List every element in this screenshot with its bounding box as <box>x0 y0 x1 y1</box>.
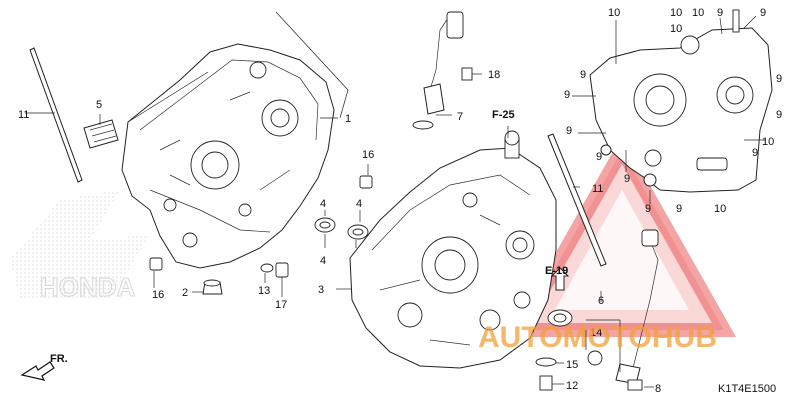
honda-watermark-text: HONDA <box>40 272 136 302</box>
dowel-pin-16b <box>149 257 163 271</box>
callout-11-right: 11 <box>592 183 603 195</box>
breather-tube <box>412 11 464 130</box>
dowel-pin-16a <box>359 175 373 189</box>
callout-15: 15 <box>566 359 578 371</box>
ref-f25: F-25 <box>492 109 515 121</box>
callout-14: 14 <box>590 327 602 339</box>
automotohub-watermark <box>507 135 737 337</box>
callout-9-a: 9 <box>717 7 723 19</box>
callout-labels: 11 5 1 16 4 4 4 16 2 13 17 3 7 18 F-25 1… <box>18 7 782 395</box>
e19-ref-arrow <box>550 267 570 291</box>
bearing-4a <box>314 217 336 233</box>
bolt-18 <box>461 67 482 81</box>
bearing-4b <box>347 224 369 240</box>
callout-6: 6 <box>598 295 604 307</box>
callout-9-f: 9 <box>776 109 782 121</box>
callout-10-e: 10 <box>762 136 774 148</box>
callout-7: 7 <box>457 111 463 123</box>
leader-lines <box>25 11 766 388</box>
stud-bolt-left <box>29 47 83 183</box>
callout-10-d: 10 <box>670 23 682 35</box>
oil-hose-assembly <box>615 229 659 385</box>
callout-9-i: 9 <box>596 151 602 163</box>
callout-5: 5 <box>96 99 102 111</box>
callout-1: 1 <box>345 113 351 125</box>
left-crankcase-half <box>121 43 335 269</box>
callout-12: 12 <box>566 380 578 392</box>
washer-15 <box>535 357 557 367</box>
callout-9-e: 9 <box>776 73 782 85</box>
callout-18: 18 <box>488 69 500 81</box>
dowel-pin-17 <box>275 262 289 278</box>
diagram-code: K1T4E1500 <box>718 383 776 395</box>
callout-10-f: 10 <box>714 203 726 215</box>
callout-9-l: 9 <box>676 203 682 215</box>
seal-e19 <box>547 309 573 327</box>
callout-16-bottom: 16 <box>152 289 164 301</box>
callout-10-b: 10 <box>670 7 682 19</box>
callout-11-left: 11 <box>18 109 29 121</box>
ref-e19: E-19 <box>545 265 568 277</box>
callout-13: 13 <box>258 285 270 297</box>
callout-4-c: 4 <box>320 255 326 267</box>
o-ring-13 <box>260 263 274 273</box>
callout-9-g: 9 <box>566 125 572 137</box>
callout-9-k: 9 <box>645 203 651 215</box>
callout-4-b: 4 <box>356 198 362 210</box>
stud-bolt-right <box>547 133 607 267</box>
bolt-12 <box>539 375 553 391</box>
right-crankcase-cover <box>589 9 773 193</box>
callout-4-a: 4 <box>320 198 326 210</box>
honda-wing-watermark: HONDA <box>10 190 150 303</box>
callout-9-b: 9 <box>760 7 766 19</box>
drain-bolt-2 <box>202 279 223 295</box>
callout-3: 3 <box>318 284 324 296</box>
callout-2: 2 <box>182 287 188 299</box>
callout-10-a: 10 <box>608 7 620 19</box>
oil-strainer-screen <box>83 119 119 149</box>
bolt-8 <box>627 379 643 391</box>
o-ring-14 <box>587 350 603 366</box>
callout-9-h: 9 <box>752 147 758 159</box>
callout-9-d: 9 <box>564 89 570 101</box>
automotohub-watermark-text: AUTOMOTOHUB <box>478 321 717 354</box>
callout-9-c: 9 <box>580 69 586 81</box>
callout-16-top: 16 <box>362 149 374 161</box>
callout-10-c: 10 <box>692 7 704 19</box>
front-direction-arrow <box>20 361 55 381</box>
callout-8: 8 <box>655 383 661 395</box>
right-crankcase-half <box>349 130 557 369</box>
callout-9-j: 9 <box>624 173 630 185</box>
front-direction-label: FR. <box>50 353 68 365</box>
callout-17: 17 <box>275 299 287 311</box>
